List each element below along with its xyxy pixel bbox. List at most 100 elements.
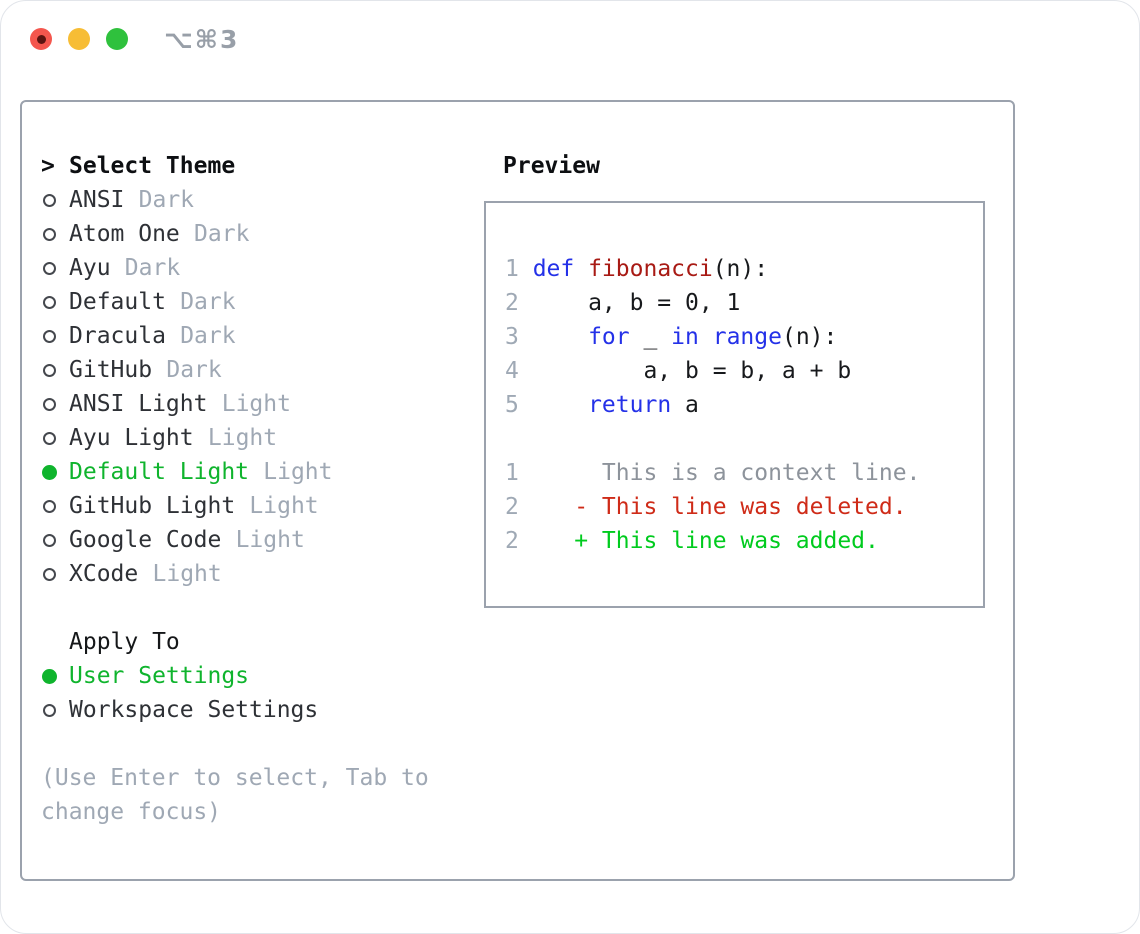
theme-option-google-code[interactable]: Google Code Light: [41, 523, 484, 557]
option-label: Atom One: [69, 221, 180, 247]
line-number: 2: [505, 528, 519, 554]
preview-title: Preview: [503, 153, 600, 179]
keyboard-hint: (Use Enter to select, Tab to change focu…: [41, 765, 429, 825]
code-segment: _: [629, 324, 672, 350]
line-number: 3: [505, 324, 519, 350]
option-variant-label: Light: [221, 391, 291, 417]
select-theme-header: > Select Theme: [41, 149, 484, 183]
code-segment: fibonacci: [588, 256, 713, 282]
option-variant-label: Dark: [180, 323, 236, 349]
option-label: GitHub Light: [69, 493, 236, 519]
apply-option-user-settings[interactable]: User Settings: [41, 659, 484, 693]
option-variant-label: Dark: [180, 289, 236, 315]
code-segment: [699, 324, 713, 350]
zoom-button[interactable]: [106, 28, 128, 50]
option-variant-label: Light: [263, 459, 333, 485]
line-number: 2: [505, 494, 519, 520]
theme-option-github-light[interactable]: GitHub Light Light: [41, 489, 484, 523]
line-number: 1: [505, 256, 519, 282]
code-line: 2 + This line was added.: [505, 524, 973, 558]
code-segment: for: [588, 324, 630, 350]
code-segment: range: [712, 324, 782, 350]
code-line: [505, 422, 973, 456]
theme-option-github[interactable]: GitHub Dark: [41, 353, 484, 387]
code-line: 4 a, b = b, a + b: [505, 354, 973, 388]
option-label: Default Light: [69, 459, 250, 485]
line-number: 2: [505, 290, 519, 316]
radio-icon: [43, 193, 56, 207]
theme-option-default-light[interactable]: Default Light Light: [41, 455, 484, 489]
radio-icon: [43, 533, 56, 547]
radio-icon: [43, 397, 56, 411]
titlebar: ⌥⌘3: [1, 1, 1139, 77]
option-label: GitHub: [69, 357, 153, 383]
theme-option-ansi-light[interactable]: ANSI Light Light: [41, 387, 484, 421]
line-number: 5: [505, 392, 519, 418]
traffic-lights: [30, 28, 128, 50]
theme-option-default[interactable]: Default Dark: [41, 285, 484, 319]
apply-to-title: Apply To: [69, 629, 180, 655]
option-label: Google Code: [69, 527, 222, 553]
close-button[interactable]: [30, 28, 52, 50]
option-label: User Settings: [69, 663, 250, 689]
code-line: 1 This is a context line.: [505, 456, 973, 490]
theme-option-ansi[interactable]: ANSI Dark: [41, 183, 484, 217]
radio-icon: [43, 567, 56, 581]
option-label: ANSI Light: [69, 391, 208, 417]
radio-icon: [43, 261, 56, 275]
code-line: 3 for _ in range(n):: [505, 320, 973, 354]
option-variant-label: Dark: [166, 357, 222, 383]
option-variant-label: Light: [152, 561, 222, 587]
radio-selected-icon: [42, 464, 57, 480]
option-variant-label: Dark: [124, 255, 181, 281]
radio-icon: [43, 499, 56, 513]
option-variant-label: Dark: [138, 187, 195, 213]
prompt-caret-icon: >: [41, 153, 55, 179]
option-label: Default: [69, 289, 166, 315]
code-segment: return: [588, 392, 672, 418]
radio-selected-icon: [42, 668, 57, 684]
code-segment: This is a context line.: [532, 460, 921, 486]
code-segment: a, b = 0, 1: [532, 290, 741, 316]
code-segment: (n):: [712, 256, 769, 282]
apply-option-workspace-settings[interactable]: Workspace Settings: [41, 693, 484, 727]
radio-icon: [43, 295, 56, 309]
code-segment: [533, 324, 588, 350]
option-variant-label: Dark: [194, 221, 250, 247]
code-segment: - This line was deleted.: [532, 494, 907, 520]
minimize-button[interactable]: [68, 28, 90, 50]
option-label: ANSI: [69, 187, 125, 213]
code-line: 5 return a: [505, 388, 973, 422]
code-line: 2 - This line was deleted.: [505, 490, 973, 524]
radio-icon: [43, 431, 56, 445]
option-label: Ayu Light: [69, 425, 194, 451]
window-title: ⌥⌘3: [164, 24, 240, 54]
code-line: 1 def fibonacci(n):: [505, 252, 973, 286]
radio-icon: [43, 329, 56, 343]
option-variant-label: Light: [235, 527, 305, 553]
theme-option-dracula[interactable]: Dracula Dark: [41, 319, 484, 353]
code-segment: + This line was added.: [532, 528, 879, 554]
code-segment: in: [671, 324, 699, 350]
code-segment: def: [532, 256, 589, 282]
code-segment: [533, 392, 588, 418]
theme-option-atom-one[interactable]: Atom One Dark: [41, 217, 484, 251]
code-segment: a, b = b, a + b: [532, 358, 852, 384]
code-segment: a: [671, 392, 699, 418]
option-label: Dracula: [69, 323, 166, 349]
line-number: 1: [505, 460, 519, 486]
option-variant-label: Light: [249, 493, 319, 519]
code-line: 2 a, b = 0, 1: [505, 286, 973, 320]
select-theme-title: Select Theme: [69, 153, 236, 179]
